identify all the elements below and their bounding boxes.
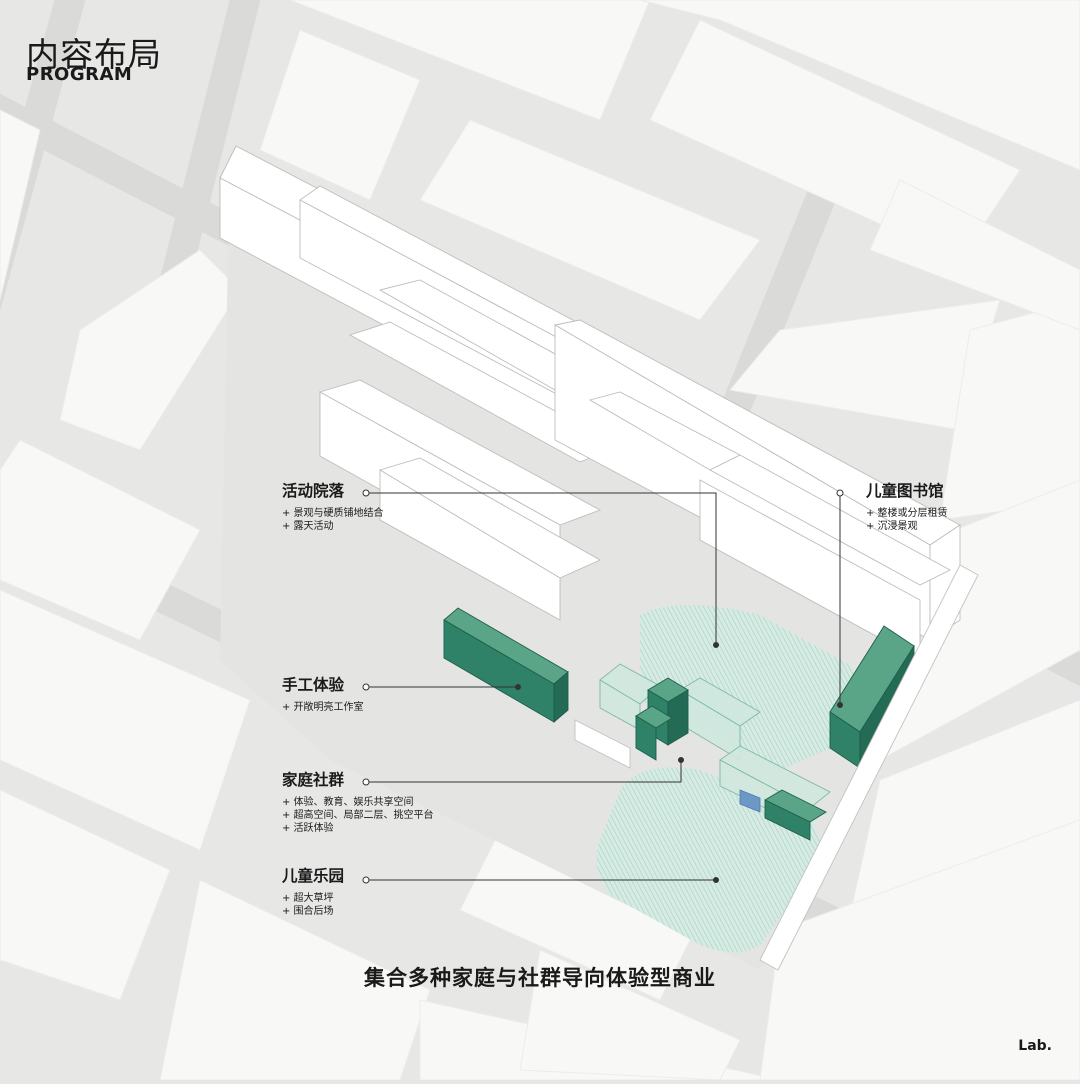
- label-bullets: + 整楼或分层租赁 + 沉浸景观: [866, 507, 948, 533]
- label-bullet: + 景观与硬质铺地结合: [282, 508, 384, 519]
- label-bullets: + 超大草坪 + 围合后场: [282, 892, 344, 918]
- page-subtitle: PROGRAM: [26, 64, 133, 85]
- label-bullets: + 开敞明亮工作室: [282, 701, 364, 714]
- label-name: 手工体验: [282, 676, 345, 694]
- label-bullet: + 沉浸景观: [866, 521, 918, 532]
- label-family-community: 家庭社群 + 体验、教育、娱乐共享空间 + 超高空间、局部二层、挑空平台 + 活…: [282, 770, 434, 835]
- label-name: 家庭社群: [282, 771, 345, 789]
- label-bullet: + 活跃体验: [282, 823, 334, 834]
- label-handcraft: 手工体验 + 开敞明亮工作室: [282, 675, 364, 714]
- page-title: 内容布局: [26, 35, 162, 74]
- diagram-caption: 集合多种家庭与社群导向体验型商业: [364, 966, 716, 990]
- leader-dots: [362, 489, 844, 884]
- label-activity-courtyard: 活动院落 + 景观与硬质铺地结合 + 露天活动: [282, 481, 384, 533]
- boundary-wall: [574, 564, 979, 971]
- lawns: [596, 605, 860, 953]
- label-bullet: + 整楼或分层租赁: [866, 508, 948, 519]
- label-bullets: + 体验、教育、娱乐共享空间 + 超高空间、局部二层、挑空平台 + 活跃体验: [282, 796, 434, 835]
- brand-logo: Lab.: [1018, 1038, 1052, 1054]
- label-children-library: 儿童图书馆 + 整楼或分层租赁 + 沉浸景观: [866, 481, 948, 533]
- label-bullet: + 体验、教育、娱乐共享空间: [282, 797, 414, 808]
- label-name: 儿童乐园: [282, 867, 345, 885]
- blue-box: [739, 789, 761, 813]
- label-bullets: + 景观与硬质铺地结合 + 露天活动: [282, 507, 384, 533]
- label-bullet: + 超大草坪: [282, 893, 334, 904]
- leader-lines: [366, 492, 841, 881]
- label-bullet: + 露天活动: [282, 521, 334, 532]
- label-name: 儿童图书馆: [866, 482, 944, 500]
- label-bullet: + 围合后场: [282, 906, 334, 917]
- label-bullet: + 超高空间、局部二层、挑空平台: [282, 810, 434, 821]
- label-bullet: + 开敞明亮工作室: [282, 702, 364, 713]
- label-name: 活动院落: [282, 482, 345, 500]
- label-children-park: 儿童乐园 + 超大草坪 + 围合后场: [282, 866, 344, 918]
